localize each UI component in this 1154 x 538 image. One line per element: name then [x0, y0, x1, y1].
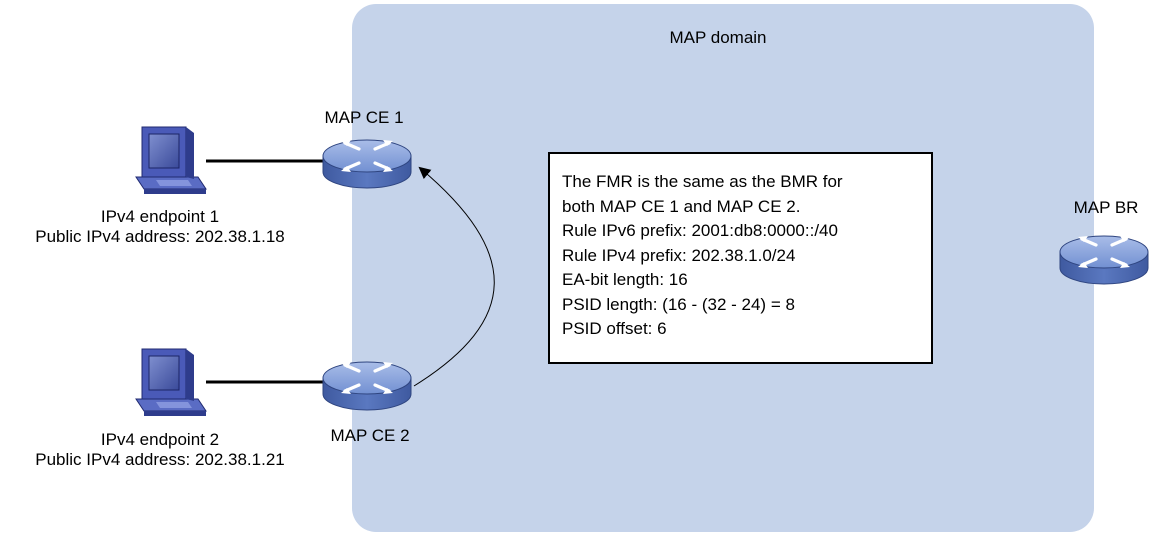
router-icon [1058, 234, 1150, 286]
info-line: EA-bit length: 16 [562, 270, 688, 289]
router-icon [321, 360, 413, 412]
endpoint1-caption: IPv4 endpoint 1 Public IPv4 address: 202… [35, 207, 285, 247]
computer-icon [135, 348, 207, 417]
endpoint1-name: IPv4 endpoint 1 [100, 207, 220, 226]
info-line: PSID offset: 6 [562, 319, 667, 338]
mapping-rule-info-box: The FMR is the same as the BMR for both … [548, 152, 933, 364]
map-domain-title: MAP domain [669, 28, 767, 47]
endpoint2-caption: IPv4 endpoint 2 Public IPv4 address: 202… [35, 430, 285, 470]
map-ce2-label: MAP CE 2 [330, 426, 410, 445]
router-icon [321, 138, 413, 190]
info-line: The FMR is the same as the BMR for [562, 172, 843, 191]
endpoint2-name: IPv4 endpoint 2 [100, 430, 220, 449]
info-line: Rule IPv6 prefix: 2001:db8:0000::/40 [562, 221, 838, 240]
info-line: both MAP CE 1 and MAP CE 2. [562, 196, 801, 216]
map-ce1-label: MAP CE 1 [324, 108, 404, 127]
endpoint1-address: Public IPv4 address: 202.38.1.18 [35, 227, 285, 246]
info-line: Rule IPv4 prefix: 202.38.1.0/24 [562, 245, 796, 265]
computer-icon [135, 126, 207, 195]
endpoint2-address: Public IPv4 address: 202.38.1.21 [35, 450, 285, 469]
info-line: PSID length: (16 - (32 - 24) = 8 [562, 294, 795, 314]
ce2-to-ce1-arrow [413, 166, 495, 387]
map-br-label: MAP BR [1073, 198, 1139, 217]
